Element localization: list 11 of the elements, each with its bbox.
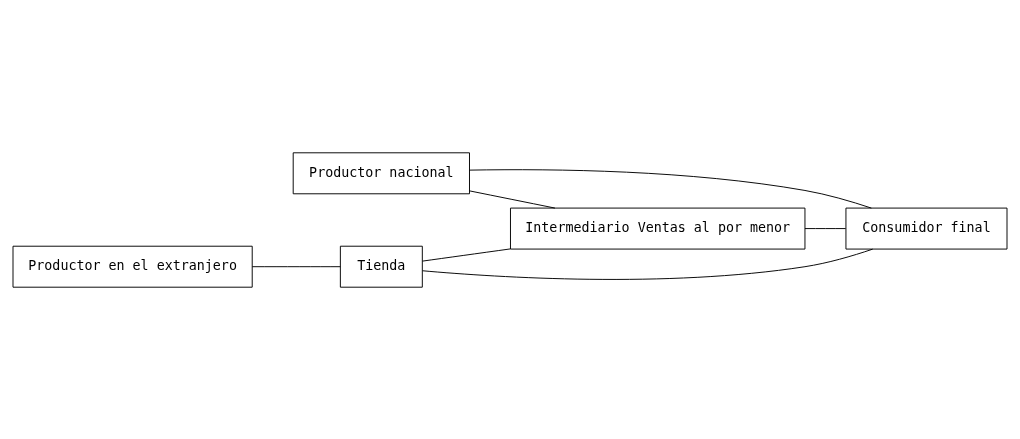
- connector: [251, 265, 341, 267]
- node-box: Intermediario Ventas al por menor: [510, 207, 806, 250]
- connector: [422, 247, 511, 262]
- connector: [804, 227, 847, 229]
- connector: [422, 248, 874, 280]
- node-box: Productor en el extranjero: [12, 245, 253, 288]
- connector: [469, 168, 872, 209]
- node-box: Consumidor final: [845, 207, 1008, 250]
- node-box: Tienda: [339, 245, 423, 288]
- connector: [469, 189, 556, 209]
- node-box: Productor nacional: [292, 151, 470, 194]
